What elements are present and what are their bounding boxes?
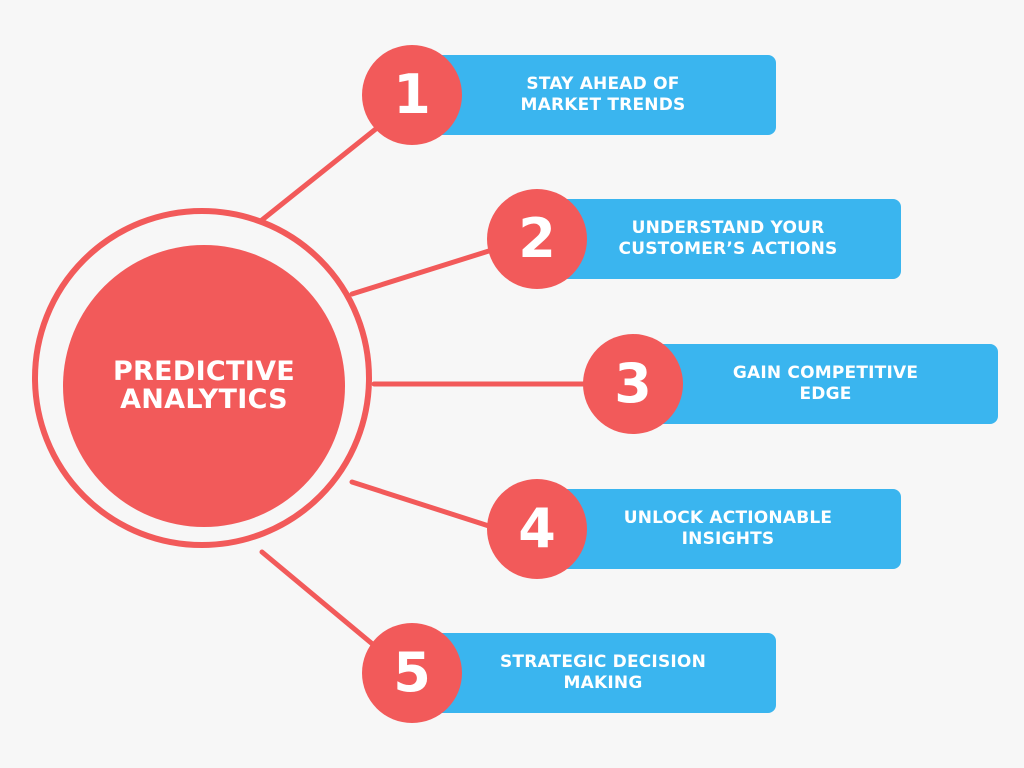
step-2-box: UNDERSTAND YOUR CUSTOMER’S ACTIONS (555, 199, 901, 279)
step-1-number: 1 (362, 45, 462, 145)
step-3-box: GAIN COMPETITIVE EDGE (653, 344, 998, 424)
step-2-number: 2 (487, 189, 587, 289)
step-4-box: UNLOCK ACTIONABLE INSIGHTS (555, 489, 901, 569)
step-5-number: 5 (362, 623, 462, 723)
connector-line-4 (349, 479, 495, 530)
step-1-label: STAY AHEAD OF MARKET TRENDS (520, 74, 686, 115)
connector-line-2 (349, 247, 495, 297)
connector-line-1 (259, 121, 385, 223)
step-3-number: 3 (583, 334, 683, 434)
step-4-label: UNLOCK ACTIONABLE INSIGHTS (623, 508, 833, 549)
outer-ring (32, 208, 372, 548)
step-5-label: STRATEGIC DECISION MAKING (499, 652, 707, 693)
center-circle: PREDICTIVE ANALYTICS (63, 245, 345, 527)
step-2-label: UNDERSTAND YOUR CUSTOMER’S ACTIONS (618, 218, 838, 259)
step-5-box: STRATEGIC DECISION MAKING (430, 633, 776, 713)
step-3-label: GAIN COMPETITIVE EDGE (732, 363, 919, 404)
connector-line-5 (259, 549, 385, 655)
step-4-number: 4 (487, 479, 587, 579)
step-1-box: STAY AHEAD OF MARKET TRENDS (430, 55, 776, 135)
center-title: PREDICTIVE ANALYTICS (112, 355, 296, 415)
